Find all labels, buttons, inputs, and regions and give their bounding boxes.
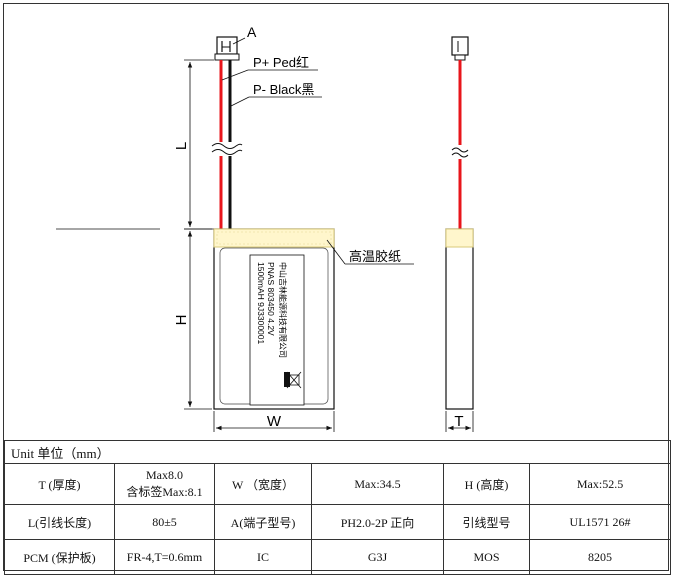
connector-spec-value: PH2.0-2P 正向 xyxy=(311,504,444,540)
height-dimension xyxy=(184,228,212,410)
label-bar-symbol xyxy=(284,372,290,387)
high-temp-tape xyxy=(213,228,335,248)
width-label: W xyxy=(267,413,282,430)
label-line3: 中山吉林能源科技有限公司 xyxy=(278,262,288,358)
label-line2: 1500mAH 9J3300001 xyxy=(256,262,266,345)
thickness-label: T xyxy=(454,413,463,430)
battery-label-sticker xyxy=(249,254,305,406)
pcm-spec-value: FR-4,T=0.6mm xyxy=(114,539,215,575)
wire-type-spec-value: UL1571 26# xyxy=(528,504,672,540)
battery-drawing: A P+ Ped红 P- Black黑 L PNAS 803450 4.2V 1… xyxy=(56,24,474,432)
lead-length-spec-value: 80±5 xyxy=(114,504,215,540)
wire-break-marks xyxy=(211,143,243,155)
crossed-bin-icon xyxy=(286,371,302,389)
width-dimension xyxy=(213,411,335,432)
black-wire-callout-label: P- Black黑 xyxy=(253,82,314,97)
mos-spec-value: 8205 xyxy=(528,539,672,575)
thickness-dimension xyxy=(445,411,474,432)
tape-leader xyxy=(326,239,346,265)
thickness-spec-value: Max8.0 含标签Max:8.1 xyxy=(114,463,215,505)
connector-spec-label: A(端子型号) xyxy=(214,504,312,540)
thickness-spec-label: T (厚度) xyxy=(4,463,115,505)
side-wire-break-marks xyxy=(451,147,469,158)
side-tape xyxy=(445,228,474,248)
thickness-max: Max8.0 xyxy=(146,468,183,482)
height-spec-label: H (高度) xyxy=(443,463,530,505)
red-wire-leader xyxy=(221,69,249,81)
ic-spec-label: IC xyxy=(214,539,312,575)
connector-leader xyxy=(232,37,246,45)
black-wire-leader xyxy=(230,96,250,107)
spec-table: Unit 单位（mm） T (厚度) Max8.0 含标签Max:8.1 W （… xyxy=(3,440,672,575)
height-spec-value: Max:52.5 xyxy=(528,463,672,505)
width-spec-label: W （宽度） xyxy=(214,463,312,505)
side-connector xyxy=(451,36,469,61)
red-wire-callout-label: P+ Ped红 xyxy=(253,55,309,70)
height-label: H xyxy=(173,315,190,326)
width-spec-value: Max:34.5 xyxy=(311,463,444,505)
wire-type-spec-label: 引线型号 xyxy=(443,504,530,540)
lead-length-label: L xyxy=(173,142,190,150)
ic-spec-value: G3J xyxy=(311,539,444,575)
battery-body-side xyxy=(445,228,474,410)
lead-length-spec-label: L(引线长度) xyxy=(4,504,115,540)
connector xyxy=(214,36,240,61)
thickness-max-with-label: 含标签Max:8.1 xyxy=(126,485,203,499)
label-line1: PNAS 803450 4.2V xyxy=(266,262,276,336)
pcm-spec-label: PCM (保护板) xyxy=(4,539,115,575)
unit-label: Unit 单位（mm） xyxy=(3,440,672,464)
connector-callout-label: A xyxy=(247,24,257,40)
mos-spec-label: MOS xyxy=(443,539,530,575)
tape-callout-label: 高温胶纸 xyxy=(349,249,401,264)
